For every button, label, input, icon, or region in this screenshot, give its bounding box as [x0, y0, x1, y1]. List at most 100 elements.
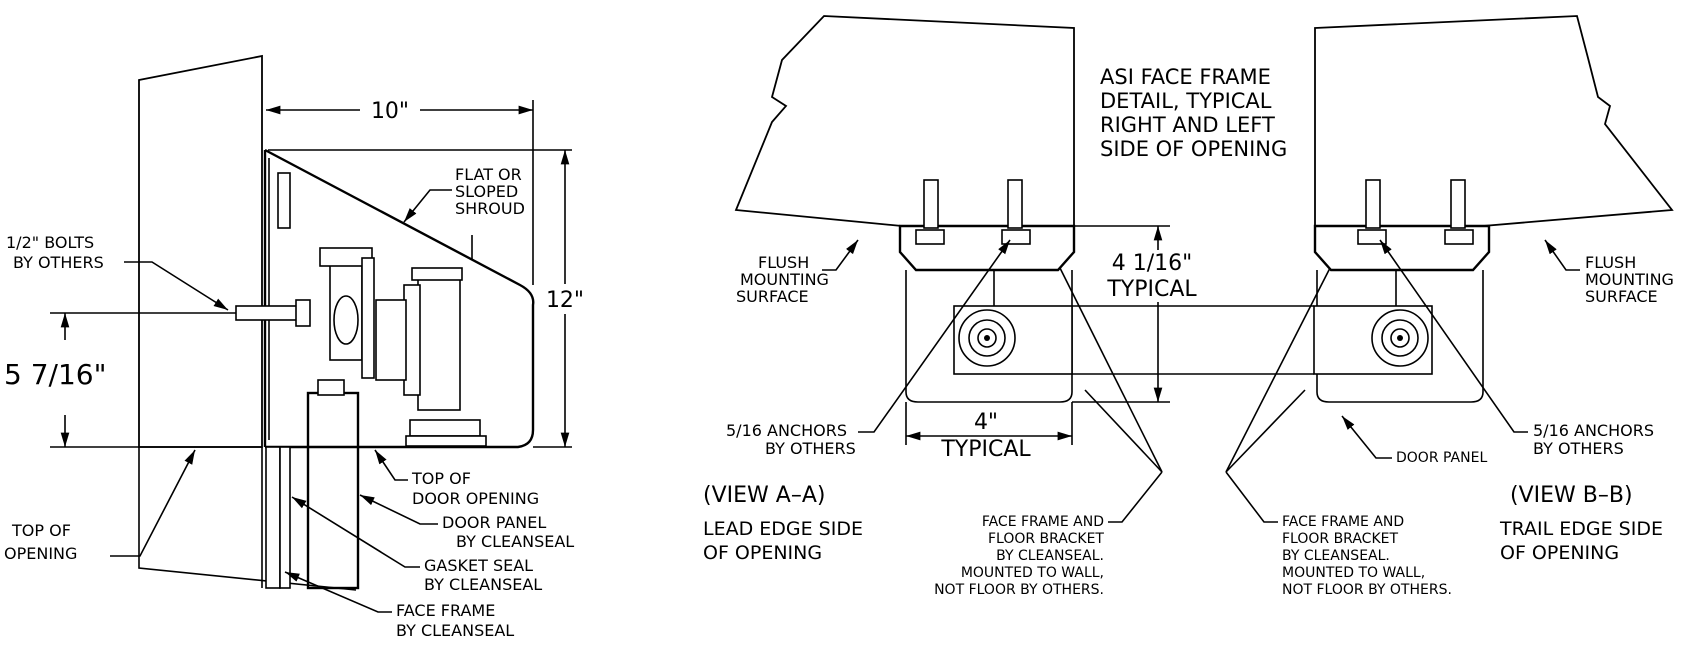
face-frame-bracket-b: [1313, 224, 1491, 272]
face-frame: [265, 446, 281, 589]
dim-bg-depth: [1100, 250, 1210, 302]
label-flush-b-3: SURFACE: [1585, 287, 1658, 306]
coupling: [375, 299, 407, 381]
anchor-nut-b-1: [1357, 229, 1387, 245]
view-b-title: (VIEW B–B): [1510, 483, 1633, 508]
leader-bracket-a-1: [1059, 267, 1163, 473]
dim-bg-4in: [964, 412, 1008, 434]
dim-bg-width: [360, 96, 420, 122]
motor-base: [409, 419, 481, 437]
view-a-caption-2: OF OPENING: [703, 542, 822, 564]
anchor-b-2: [1450, 179, 1466, 229]
concrete-wall: [138, 54, 263, 448]
label-anchors-b-2: BY OTHERS: [1533, 439, 1624, 458]
dim-bg-height: [546, 284, 586, 314]
carriage-top: [319, 247, 373, 267]
dim-text-4in: 4": [974, 410, 998, 435]
rail: [361, 257, 375, 379]
view-a-caption-1: LEAD EDGE SIDE: [703, 518, 863, 540]
anchor-nut-a-1: [915, 229, 945, 245]
label-bolts-2: BY OTHERS: [13, 253, 104, 272]
label-flush-a-2: MOUNTING: [740, 270, 829, 289]
label-gasket-2: BY CLEANSEAL: [424, 575, 542, 594]
gasket-seal: [279, 446, 291, 589]
bolt-nut: [295, 299, 311, 327]
anchor-b-1: [1365, 179, 1381, 229]
label-shroud-3: SHROUD: [455, 199, 525, 218]
leader-bracket-a-2: [1084, 389, 1163, 473]
note-line-1: ASI FACE FRAME: [1100, 65, 1271, 89]
view-b-plan: FLUSH MOUNTING SURFACE 5/16 ANCHORS BY O…: [1225, 15, 1674, 598]
label-face-frame-2: BY CLEANSEAL: [396, 621, 514, 640]
leader-gasket: [291, 496, 420, 568]
label-flush-a-3: SURFACE: [736, 287, 809, 306]
label-anchors-a-1: 5/16 ANCHORS: [726, 421, 847, 440]
label-anchors-b-1: 5/16 ANCHORS: [1533, 421, 1654, 440]
roller-hub-b: [1397, 335, 1403, 341]
label-shroud-2: SLOPED: [455, 182, 518, 201]
anchor-nut-a-2: [1001, 229, 1031, 245]
bracket-note-b-1: FACE FRAME AND: [1282, 514, 1404, 530]
view-a-plan: 4" TYPICAL FLUSH MOUNTING SURFACE 5/16 A…: [703, 15, 1163, 598]
note-line-2: DETAIL, TYPICAL: [1100, 89, 1272, 113]
label-door-panel-b: DOOR PANEL: [1396, 450, 1487, 466]
door-panel: [306, 391, 360, 590]
concrete-wall-a: [734, 15, 1075, 227]
leader-anchors-a: [858, 239, 1011, 433]
leader-bracket-b: [1225, 471, 1278, 523]
bracket-note-b-3: BY CLEANSEAL.: [1282, 548, 1390, 564]
anchor-nut-b-2: [1444, 229, 1474, 245]
bracket-note-a-5: NOT FLOOR BY OTHERS.: [934, 582, 1104, 598]
leader-shroud: [403, 189, 452, 223]
door-panel-outline-b: [1316, 270, 1484, 403]
leader-flush-a: [822, 239, 859, 271]
view-b-caption-1: TRAIL EDGE SIDE: [1499, 518, 1663, 540]
label-flush-b-1: FLUSH: [1585, 253, 1636, 272]
bracket-note-a-2: FLOOR BRACKET: [988, 531, 1104, 547]
leader-bolts: [124, 261, 229, 311]
label-anchors-a-2: BY OTHERS: [765, 439, 856, 458]
dim-text-height: 12": [546, 288, 584, 313]
bracket-note-b-2: FLOOR BRACKET: [1282, 531, 1398, 547]
anchor-a-1: [923, 179, 939, 229]
label-top-opening-2: OPENING: [4, 544, 77, 563]
anchor-a-2: [1007, 179, 1023, 229]
dim-text-depth: 4 1/16": [1112, 251, 1193, 276]
leader-bracket-a: [1108, 471, 1163, 523]
motor-body: [417, 269, 461, 411]
roller-hub-a: [984, 335, 990, 341]
dim-text-width: 10": [371, 99, 409, 124]
leader-top-door: [374, 449, 408, 481]
dim-text-4in-typical: TYPICAL: [940, 437, 1031, 462]
view-b-caption-2: OF OPENING: [1500, 542, 1619, 564]
label-flush-b-2: MOUNTING: [1585, 270, 1674, 289]
motor-cap: [411, 267, 463, 281]
mount-bracket: [277, 172, 291, 229]
label-bolts-1: 1/2" BOLTS: [6, 233, 94, 252]
leader-top-opening: [110, 449, 196, 557]
note-line-4: SIDE OF OPENING: [1100, 137, 1287, 161]
door-panel-outline-a: [905, 270, 1073, 403]
shroud: [264, 148, 535, 449]
leader-bracket-b-2: [1225, 389, 1306, 473]
shared-annotations: ASI FACE FRAME DETAIL, TYPICAL RIGHT AND…: [1072, 65, 1314, 403]
leader-bracket-b-1: [1225, 267, 1331, 473]
label-face-frame-1: FACE FRAME: [396, 601, 495, 620]
bracket-note-a-1: FACE FRAME AND: [982, 514, 1104, 530]
leader-door-panel-b: [1341, 415, 1392, 459]
bolt: [235, 305, 303, 321]
leader-face-frame: [284, 571, 392, 613]
roller: [333, 295, 359, 345]
bracket-note-b-5: NOT FLOOR BY OTHERS.: [1282, 582, 1452, 598]
label-gasket-1: GASKET SEAL: [424, 556, 533, 575]
label-top-door-2: DOOR OPENING: [412, 489, 539, 508]
bracket-note-a-4: MOUNTED TO WALL,: [961, 565, 1104, 581]
label-shroud-1: FLAT OR: [455, 165, 522, 184]
bracket-note-b-4: MOUNTED TO WALL,: [1282, 565, 1425, 581]
view-a-title: (VIEW A–A): [703, 483, 825, 508]
wall-break-line: [138, 447, 357, 591]
dim-text-depth-typical: TYPICAL: [1106, 277, 1197, 302]
leader-anchors-b: [1379, 239, 1528, 433]
label-door-panel-1: DOOR PANEL: [442, 513, 546, 532]
